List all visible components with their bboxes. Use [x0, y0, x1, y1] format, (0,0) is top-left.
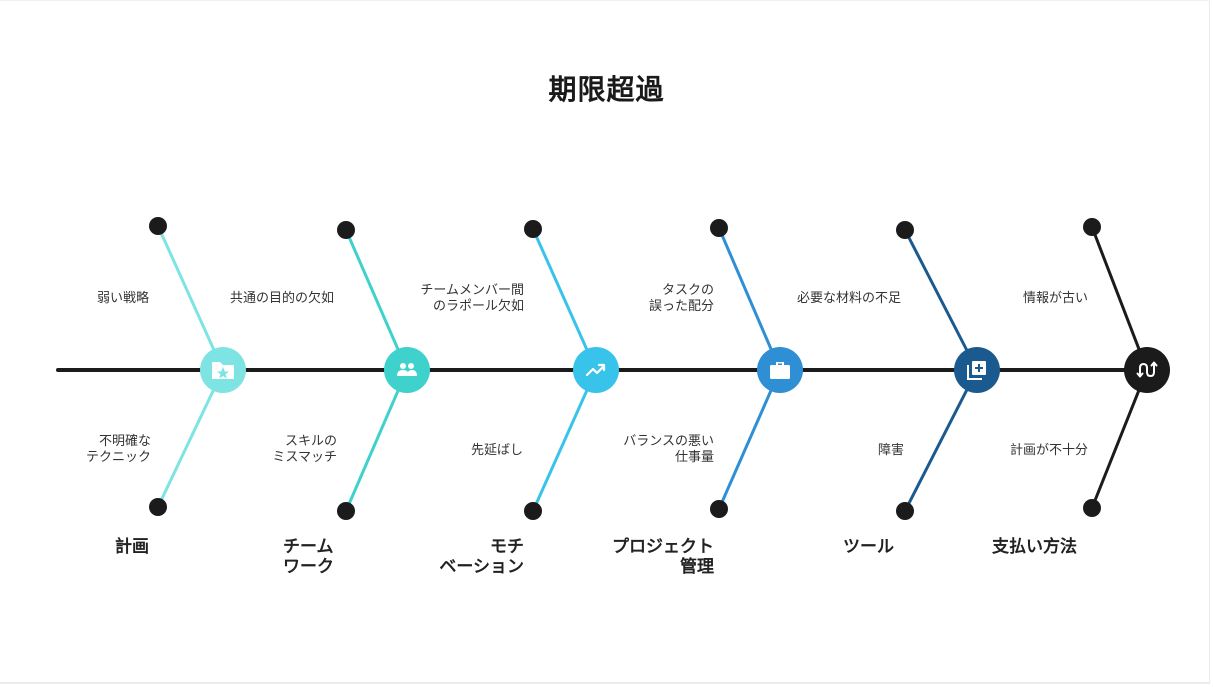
cause-bottom-planning: 不明確な テクニック [60, 434, 151, 466]
category-label-teamwork: チーム ワーク [283, 537, 334, 577]
cause-top-payment-method: 情報が古い [1023, 291, 1089, 306]
category-label-text: プロジェクト 管理 [612, 537, 714, 577]
cause-line: スキルの ミスマッチ [272, 434, 337, 465]
cause-top-tools: 必要な材料の不足 [797, 291, 902, 306]
top-dot [896, 221, 914, 239]
top-dot [1083, 218, 1101, 236]
trending-up-icon [585, 363, 606, 377]
category-label-payment-method: 支払い方法 [992, 537, 1077, 557]
category-label-tools: ツール [843, 537, 894, 557]
top-dot [524, 220, 542, 238]
bottom-dot [524, 502, 542, 520]
briefcase-icon [770, 362, 790, 379]
cause-top-teamwork: 共通の目的の欠如 [230, 291, 335, 306]
bottom-dot [149, 498, 167, 516]
cause-top-planning: 弱い戦略 [97, 291, 150, 306]
bone-tools [896, 221, 1000, 520]
bone-planning [149, 217, 246, 516]
cause-line: バランスの悪い 仕事量 [623, 434, 714, 465]
top-dot [337, 221, 355, 239]
cause-line: 不明確な テクニック [85, 434, 151, 465]
bone-project-management [710, 219, 803, 518]
bottom-dot [710, 500, 728, 518]
category-label-project-management: プロジェクト 管理 [600, 537, 714, 577]
category-label-planning: 計画 [115, 537, 149, 557]
category-node-motivation[interactable] [573, 347, 619, 393]
cause-bottom-project-management: バランスの悪い 仕事量 [600, 434, 714, 466]
bone-motivation [524, 220, 619, 520]
category-node-teamwork[interactable] [384, 347, 430, 393]
cause-bottom-payment-method: 計画が不十分 [1010, 443, 1089, 458]
cause-bottom-teamwork: スキルの ミスマッチ [250, 434, 337, 466]
swap-arrows-icon [1136, 361, 1158, 378]
cause-top-project-management: タスクの 誤った配分 [614, 283, 714, 315]
people-icon [397, 363, 417, 376]
cause-top-motivation: チームメンバー間 のラポール欠如 [416, 283, 524, 315]
category-label-text: チーム ワーク [283, 537, 334, 577]
bone-teamwork [337, 221, 430, 520]
bottom-dot [896, 502, 914, 520]
library-add-icon [967, 361, 986, 380]
folder-star-icon [212, 362, 234, 379]
top-dot [710, 219, 728, 237]
category-label-text: モチ ベーション [439, 537, 524, 577]
top-dot [149, 217, 167, 235]
cause-line: チームメンバー間 のラポール欠如 [420, 283, 524, 314]
bone-payment-method [1083, 218, 1170, 517]
category-label-motivation: モチ ベーション [420, 537, 524, 577]
cause-line: タスクの 誤った配分 [648, 283, 714, 314]
cause-bottom-motivation: 先延ばし [471, 443, 524, 458]
bottom-dot [337, 502, 355, 520]
bottom-dot [1083, 499, 1101, 517]
cause-bottom-tools: 障害 [878, 443, 905, 458]
diagram-title: 期限超過 [548, 73, 665, 106]
